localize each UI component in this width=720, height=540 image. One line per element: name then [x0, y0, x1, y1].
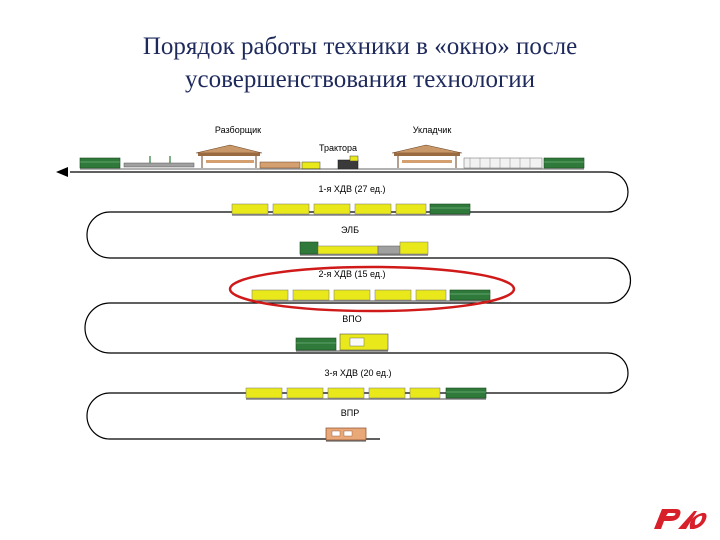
vpr-machine: [325, 427, 367, 442]
tractor-2: [337, 159, 359, 170]
slide-title: Порядок работы техники в «окно» после ус…: [0, 30, 720, 96]
tractor-1: [301, 161, 321, 170]
title-line-1: Порядок работы техники в «окно» после: [142, 33, 578, 60]
green-loco-right: [543, 157, 585, 169]
green-loco: [79, 157, 121, 169]
rail-platform: [259, 161, 301, 169]
hdv2-train: [251, 289, 491, 302]
title-line-2: усовершенствования технологии: [184, 66, 536, 93]
arrow-head-icon: [56, 167, 68, 177]
hdv3-train: [245, 387, 487, 400]
label-ukladchik: Укладчик: [412, 125, 452, 135]
highlight-ellipse: [228, 265, 516, 313]
elb-train: [299, 241, 429, 256]
label-hdv2: 2-я ХДВ (15 ед.): [318, 269, 386, 279]
label-razborshchik: Разборщик: [214, 125, 262, 135]
flat-wagons: [123, 162, 195, 168]
label-traktora: Трактора: [318, 143, 358, 153]
rzd-logo-icon: [654, 509, 707, 529]
label-elb: ЭЛБ: [341, 225, 359, 235]
sleeper-wagons: [463, 157, 543, 169]
top-train: [79, 144, 585, 170]
label-hdv1: 1-я ХДВ (27 ед.): [318, 184, 386, 194]
vpo-train: [295, 333, 389, 352]
label-vpo: ВПО: [342, 314, 362, 324]
label-vpr: ВПР: [340, 408, 360, 418]
label-hdv3: 3-я ХДВ (20 ед.): [324, 368, 392, 378]
hdv1-train: [231, 203, 471, 216]
ukladchik-gantry-roof: [391, 144, 463, 154]
serpentine-track: [70, 171, 632, 440]
razborshchik-gantry-roof: [195, 144, 263, 154]
